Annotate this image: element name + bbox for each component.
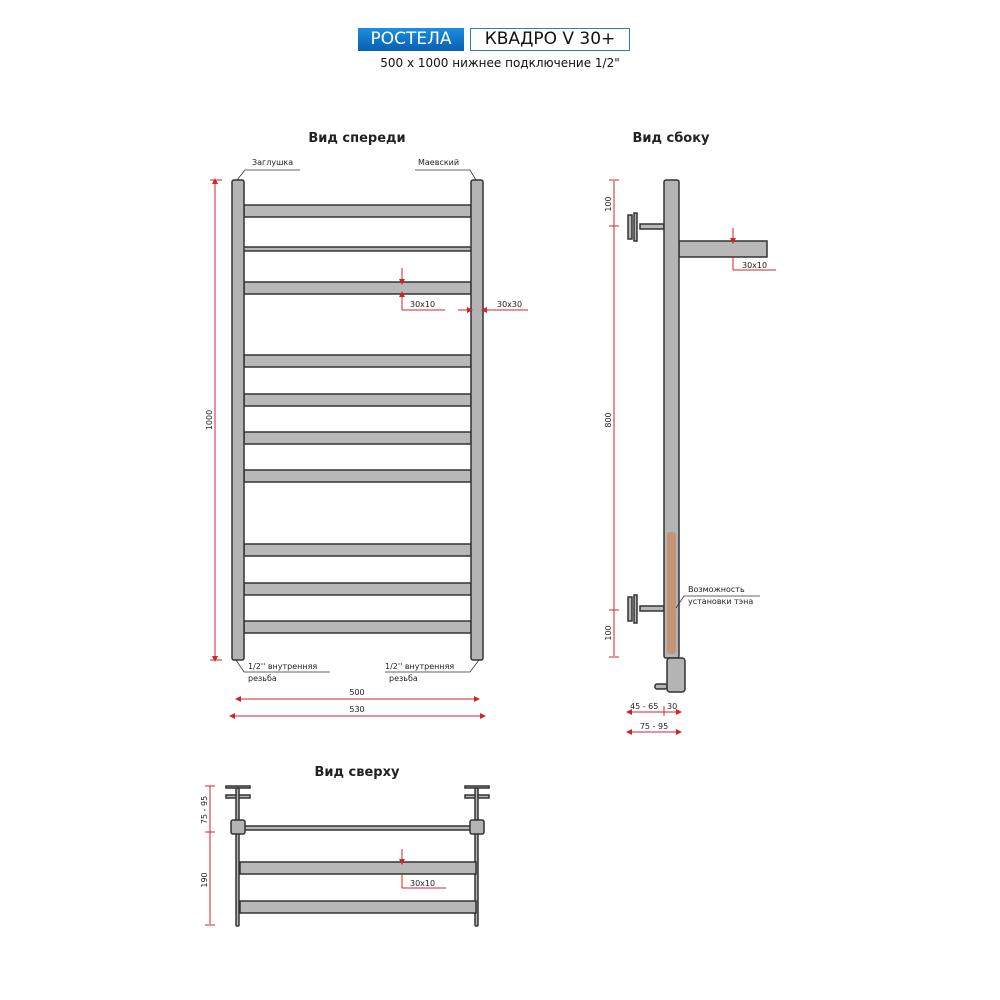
side-view: Вид сбоку Возможность установки тэна 100… (604, 131, 776, 735)
heater-label-1: Возможность (688, 585, 745, 594)
side-rung-size: 30x10 (742, 261, 767, 270)
plug-label: Заглушка (252, 158, 293, 167)
side-middle-dim: 800 (604, 412, 613, 427)
top-wall-dim: 75 - 95 (200, 796, 209, 824)
front-rail (237, 246, 479, 252)
post-depth-dim: 30 (667, 702, 677, 711)
thread-label-right: 1/2'' внутренняя (385, 662, 454, 671)
offset-dim: 45 - 65 (630, 702, 658, 711)
front-title: Вид спереди (308, 131, 405, 146)
rung-size-label: 30x10 (410, 300, 435, 309)
heater-label-2: установки тэна (688, 597, 753, 606)
height-dim: 1000 (205, 410, 214, 430)
side-rung (678, 240, 768, 258)
thread-label-left: 1/2'' внутренняя (248, 662, 317, 671)
post-size-label: 30x30 (497, 300, 522, 309)
header: РОСТЕЛА КВАДРО V 30+ 500 x 1000 нижнее п… (0, 0, 1000, 80)
side-bottom-dim: 100 (604, 625, 613, 640)
valve-label: Маевский (418, 158, 459, 167)
thread-label-right-2: резьба (389, 674, 418, 683)
width-inner-dim: 500 (349, 688, 364, 697)
front-left-post (231, 179, 245, 661)
heater-box (666, 657, 686, 693)
side-top-dim: 100 (604, 196, 613, 211)
front-view: Вид спереди Заглушка Маевский 1000 30x10… (205, 131, 528, 719)
top-view: Вид сверху 75 - 95 190 30x10 (200, 765, 490, 927)
top-rung-size: 30x10 (410, 879, 435, 888)
width-outer-dim: 530 (349, 705, 364, 714)
side-title: Вид сбоку (632, 131, 710, 146)
model-name: КВАДРО V 30+ (470, 28, 630, 51)
thread-label-left-2: резьба (248, 674, 277, 683)
top-title: Вид сверху (315, 765, 400, 780)
front-rungs (243, 204, 472, 634)
top-depth-dim: 190 (200, 872, 209, 887)
heater-element (667, 532, 676, 654)
depth-dim: 75 - 95 (640, 722, 668, 731)
front-right-post (470, 179, 484, 661)
brand-logo: РОСТЕЛА (358, 28, 464, 51)
subtitle: 500 x 1000 нижнее подключение 1/2" (380, 56, 620, 70)
